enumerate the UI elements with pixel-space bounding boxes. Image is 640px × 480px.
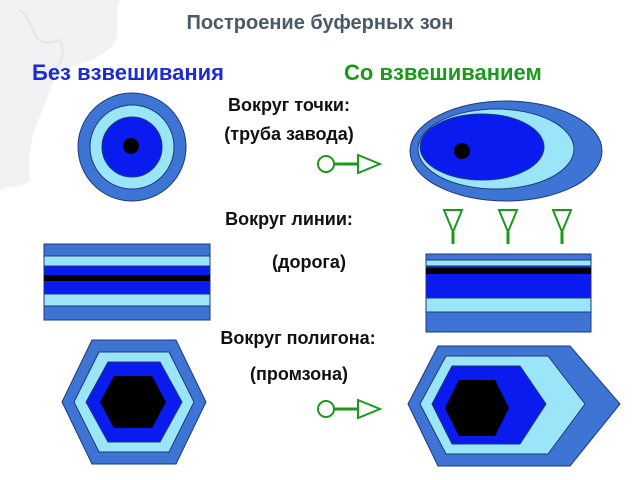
triangle-arrow-down-icon — [551, 209, 573, 244]
point-weighted-inner-buffer — [419, 113, 545, 181]
industrial-zone-polygon — [100, 376, 166, 428]
polygon-sublabel: (промзона) — [249, 364, 349, 384]
line-buffer-weighted — [425, 253, 592, 333]
polygon-buffer-unweighted — [61, 339, 207, 465]
triangle-arrow-down-icon — [442, 209, 464, 244]
polygon-buffer-weighted — [407, 345, 621, 467]
triangle-arrow-down-icon — [497, 209, 519, 244]
point-buffer-unweighted — [77, 92, 187, 202]
wind-arrow-icon — [317, 153, 383, 175]
wind-arrow-icon — [317, 398, 383, 420]
line-sublabel: (дорога) — [272, 252, 346, 272]
point-label: Вокруг точки: — [228, 95, 350, 115]
industrial-zone-polygon — [445, 380, 509, 436]
road-line — [44, 275, 210, 281]
header-unweighted: Без взвешивания — [32, 60, 225, 85]
polygon-label: Вокруг полигона: — [220, 328, 376, 348]
page-title: Построение буферных зон — [186, 12, 454, 34]
point-buffer-weighted — [409, 100, 603, 202]
road-line — [426, 268, 591, 274]
header-weighted: Со взвешиванием — [344, 60, 542, 85]
line-buffer-unweighted — [43, 243, 211, 321]
line-label: Вокруг линии: — [225, 209, 353, 229]
factory-chimney-point — [123, 138, 139, 154]
factory-chimney-point — [454, 143, 470, 159]
point-sublabel: (труба завода) — [224, 124, 354, 144]
